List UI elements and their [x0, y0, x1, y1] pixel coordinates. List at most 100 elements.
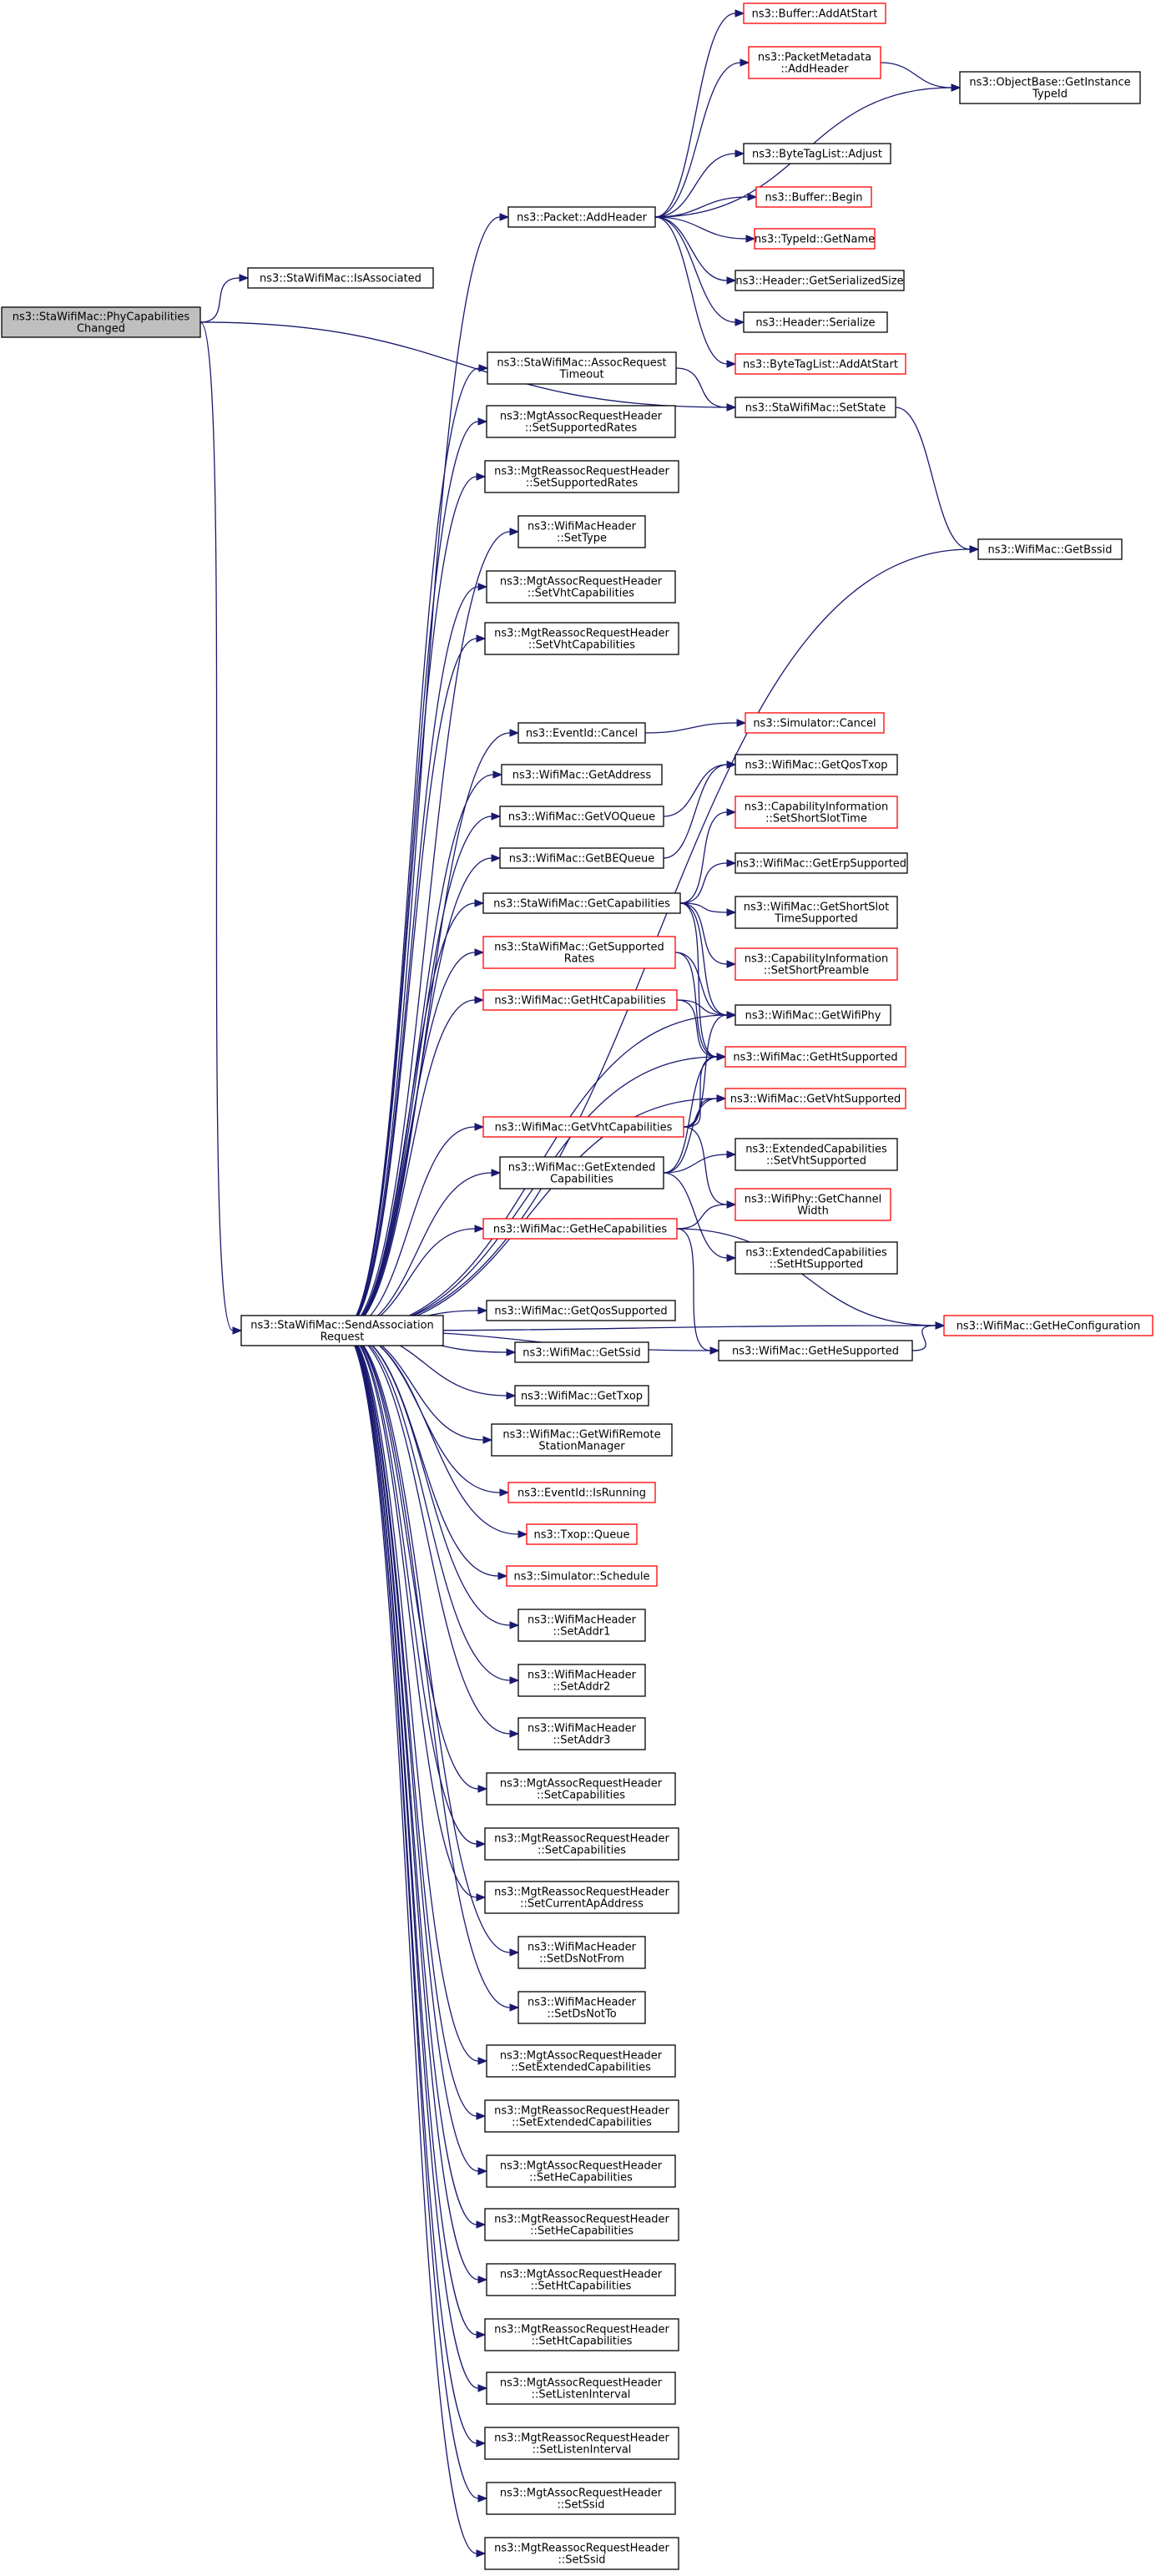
- node-getqostxop[interactable]: ns3::WifiMac::GetQosTxop: [734, 754, 898, 775]
- edge-arrowhead: [734, 149, 745, 158]
- node-mgtassoc-setcap[interactable]: ns3::MgtAssocRequestHeader::SetCapabilit…: [486, 1772, 676, 1806]
- node-mgtassoc-setht[interactable]: ns3::MgtAssocRequestHeader::SetHtCapabil…: [486, 2263, 676, 2296]
- node-mgtreassoc-setcap[interactable]: ns3::MgtReassocRequestHeader::SetCapabil…: [484, 1827, 679, 1861]
- node-gettxop[interactable]: ns3::WifiMac::GetTxop: [514, 1385, 649, 1407]
- node-getbssid[interactable]: ns3::WifiMac::GetBssid: [977, 538, 1123, 560]
- edge-sendassoc-to-wmh-setaddr2: [341, 1330, 511, 1681]
- node-mgtreassoc-setext[interactable]: ns3::MgtReassocRequestHeader::SetExtende…: [484, 2099, 679, 2133]
- node-wmh-settype[interactable]: ns3::WifiMacHeader::SetType: [517, 515, 646, 548]
- node-capinfo-setshortpre[interactable]: ns3::CapabilityInformation::SetShortPrea…: [734, 947, 898, 981]
- node-box: [486, 2263, 676, 2296]
- node-gethesupported[interactable]: ns3::WifiMac::GetHeSupported: [718, 1340, 913, 1361]
- node-buf-addatstart[interactable]: ns3::Buffer::AddAtStart: [743, 3, 886, 24]
- node-box: [486, 2044, 676, 2078]
- node-sim-cancel[interactable]: ns3::Simulator::Cancel: [745, 712, 885, 734]
- node-getcapabilities[interactable]: ns3::StaWifiMac::GetCapabilities: [482, 892, 681, 914]
- node-getbequeue[interactable]: ns3::WifiMac::GetBEQueue: [499, 847, 664, 869]
- edge-arrowhead: [745, 235, 756, 243]
- node-label: ::SetSsid: [558, 2554, 606, 2567]
- node-mgtreassoc-sethe[interactable]: ns3::MgtReassocRequestHeader::SetHeCapab…: [484, 2208, 679, 2241]
- node-label: ::SetVhtSupported: [766, 1155, 866, 1168]
- node-setstate[interactable]: ns3::StaWifiMac::SetState: [734, 397, 896, 418]
- node-btl-adjust[interactable]: ns3::ByteTagList::Adjust: [743, 143, 891, 164]
- node-hdr-serialize[interactable]: ns3::Header::Serialize: [743, 311, 888, 333]
- node-mgtassoc-setssid[interactable]: ns3::MgtAssocRequestHeader::SetSsid: [486, 2482, 676, 2515]
- node-box: [507, 1482, 656, 1503]
- node-getvhtsupported[interactable]: ns3::WifiMac::GetVhtSupported: [724, 1088, 906, 1109]
- node-label: ::SetSsid: [558, 2499, 605, 2512]
- node-extcap-setht[interactable]: ns3::ExtendedCapabilities::SetHtSupporte…: [734, 1241, 898, 1275]
- node-box: [734, 896, 898, 929]
- node-mgtassoc-setvht[interactable]: ns3::MgtAssocRequestHeader::SetVhtCapabi…: [486, 570, 676, 604]
- node-label: ns3::WifiMac::GetHtSupported: [733, 1052, 897, 1064]
- node-extcap-setvht[interactable]: ns3::ExtendedCapabilities::SetVhtSupport…: [734, 1138, 898, 1171]
- node-gethtsupported[interactable]: ns3::WifiMac::GetHtSupported: [724, 1046, 906, 1068]
- node-wmh-setaddr1[interactable]: ns3::WifiMacHeader::SetAddr1: [517, 1609, 646, 1642]
- node-label: ns3::WifiMac::GetWifiRemote: [502, 1429, 660, 1442]
- node-mgtassoc-setext[interactable]: ns3::MgtAssocRequestHeader::SetExtendedC…: [486, 2044, 676, 2078]
- node-getwifirsm[interactable]: ns3::WifiMac::GetWifiRemoteStationManage…: [491, 1423, 673, 1457]
- node-typeid-getname[interactable]: ns3::TypeId::GetName: [754, 228, 876, 250]
- edge-getcapabilities-to-geterpsupported: [679, 862, 728, 904]
- node-txop-queue[interactable]: ns3::Txop::Queue: [526, 1523, 638, 1545]
- node-wmh-setdsnotfrom[interactable]: ns3::WifiMacHeader::SetDsNotFrom: [517, 1936, 646, 1969]
- node-btl-addatstart[interactable]: ns3::ByteTagList::AddAtStart: [734, 353, 906, 375]
- node-hdr-getsersize[interactable]: ns3::Header::GetSerializedSize: [734, 270, 905, 291]
- node-mgtreassoc-setht[interactable]: ns3::MgtReassocRequestHeader::SetHtCapab…: [484, 2318, 679, 2351]
- edge-arrowhead: [476, 2549, 487, 2558]
- node-sim-schedule[interactable]: ns3::Simulator::Schedule: [506, 1565, 658, 1587]
- node-getvhtcap[interactable]: ns3::WifiMac::GetVhtCapabilities: [482, 1116, 684, 1138]
- node-mgtreassoc-setcurap[interactable]: ns3::MgtReassocRequestHeader::SetCurrent…: [484, 1881, 679, 1914]
- node-getqossupported[interactable]: ns3::WifiMac::GetQosSupported: [486, 1300, 676, 1321]
- node-label: ns3::Header::GetSerializedSize: [735, 275, 903, 288]
- node-mgtassoc-setsuprates[interactable]: ns3::MgtAssocRequestHeader::SetSupported…: [486, 405, 676, 438]
- node-box: [514, 1341, 649, 1363]
- node-getssid[interactable]: ns3::WifiMac::GetSsid: [514, 1341, 649, 1363]
- edge-arrowhead: [477, 417, 488, 426]
- node-wmh-setaddr3[interactable]: ns3::WifiMacHeader::SetAddr3: [517, 1717, 646, 1750]
- node-box: [1, 306, 201, 338]
- node-getaddress[interactable]: ns3::WifiMac::GetAddress: [501, 764, 663, 785]
- node-geterpsupported[interactable]: ns3::WifiMac::GetErpSupported: [734, 852, 908, 874]
- node-mgtassoc-sethe[interactable]: ns3::MgtAssocRequestHeader::SetHeCapabil…: [486, 2154, 676, 2188]
- edge-sendassoc-to-mgtassoc-setht: [341, 1330, 479, 2281]
- node-wmh-setdsnotto[interactable]: ns3::WifiMacHeader::SetDsNotTo: [517, 1991, 646, 2024]
- node-mgtreassoc-setsuprates[interactable]: ns3::MgtReassocRequestHeader::SetSupport…: [484, 460, 679, 493]
- node-getwifiphy[interactable]: ns3::WifiMac::GetWifiPhy: [734, 1004, 891, 1026]
- edge-arrowhead: [726, 960, 737, 968]
- edge-arrowhead: [509, 1676, 520, 1685]
- node-eventid-isrunning[interactable]: ns3::EventId::IsRunning: [507, 1482, 656, 1503]
- node-getvoqueue[interactable]: ns3::WifiMac::GetVOQueue: [499, 806, 664, 827]
- node-mgtreassoc-setssid[interactable]: ns3::MgtReassocRequestHeader::SetSsid: [484, 2537, 679, 2570]
- node-mgtreassoc-setlisten[interactable]: ns3::MgtReassocRequestHeader::SetListenI…: [484, 2427, 679, 2460]
- node-label: ns3::MgtAssocRequestHeader: [500, 2377, 663, 2390]
- node-pkt-addheader[interactable]: ns3::Packet::AddHeader: [507, 206, 656, 228]
- node-getheconfig[interactable]: ns3::WifiMac::GetHeConfiguration: [943, 1315, 1153, 1336]
- node-mgtassoc-setlisten[interactable]: ns3::MgtAssocRequestHeader::SetListenInt…: [486, 2371, 676, 2405]
- node-mgtreassoc-setvht[interactable]: ns3::MgtReassocRequestHeader::SetVhtCapa…: [484, 622, 679, 655]
- node-label: ns3::WifiMacHeader: [528, 1723, 637, 1735]
- node-wmh-setaddr2[interactable]: ns3::WifiMacHeader::SetAddr2: [517, 1664, 646, 1697]
- node-label: ns3::StaWifiMac::PhyCapabilities: [13, 311, 190, 324]
- node-gethecap[interactable]: ns3::WifiMac::GetHeCapabilities: [482, 1218, 678, 1240]
- node-label: ::SetVhtCapabilities: [528, 639, 635, 652]
- node-buf-begin[interactable]: ns3::Buffer::Begin: [755, 186, 872, 208]
- node-pktmeta-addheader[interactable]: ns3::PacketMetadata::AddHeader: [748, 46, 881, 79]
- edge-gethesupported-to-getheconfig: [911, 1325, 936, 1351]
- node-box: [486, 1772, 676, 1806]
- node-label: StationManager: [538, 1441, 625, 1453]
- node-isassoc[interactable]: ns3::StaWifiMac::IsAssociated: [247, 267, 434, 289]
- node-eventid-cancel[interactable]: ns3::EventId::Cancel: [517, 722, 646, 744]
- node-capinfo-setshortslot[interactable]: ns3::CapabilityInformation::SetShortSlot…: [734, 796, 898, 829]
- node-gethtcap[interactable]: ns3::WifiMac::GetHtCapabilities: [482, 989, 678, 1011]
- edge-sendassoc-to-mgtreassoc-setsuprates: [341, 476, 477, 1331]
- node-label: ns3::MgtReassocRequestHeader: [494, 2105, 669, 2118]
